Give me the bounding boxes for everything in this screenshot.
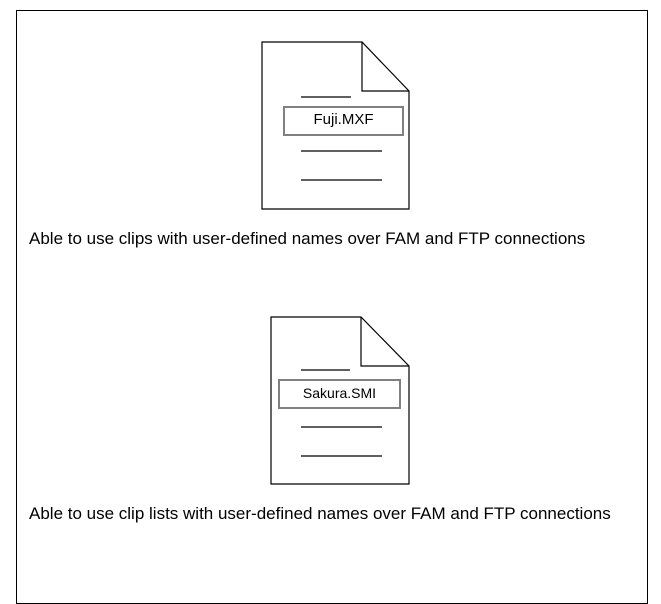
filename-label: Fuji.MXF [283,106,404,136]
caption-text: Able to use clips with user-defined name… [29,229,586,248]
diagram-frame: Fuji.MXF Able to use clips with user-def… [16,10,648,604]
filename-label: Sakura.SMI [278,379,401,409]
caption-text: Able to use clip lists with user-defined… [29,504,611,523]
